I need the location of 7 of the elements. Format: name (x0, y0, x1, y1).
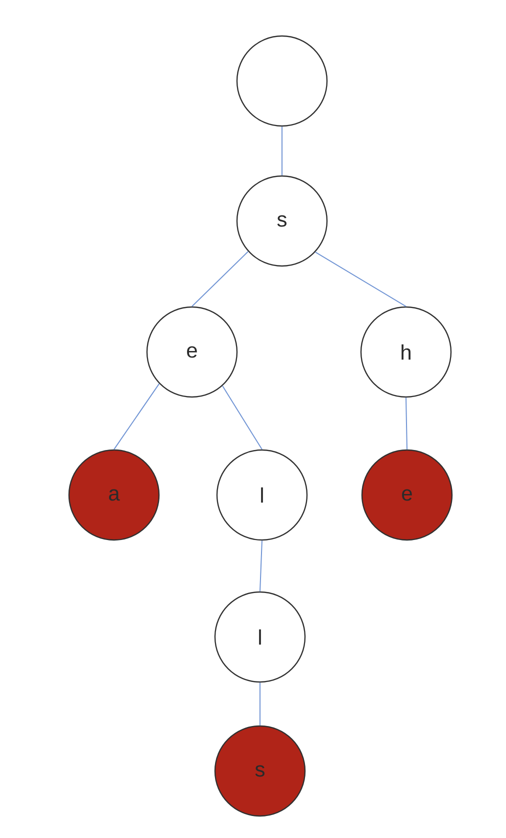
connector-line (114, 383, 160, 450)
connector-line (192, 251, 249, 307)
connector-line (314, 252, 406, 307)
connector-line (406, 397, 408, 450)
connector-line (260, 540, 262, 592)
node-circle (236, 35, 328, 127)
connector-line (222, 385, 262, 450)
